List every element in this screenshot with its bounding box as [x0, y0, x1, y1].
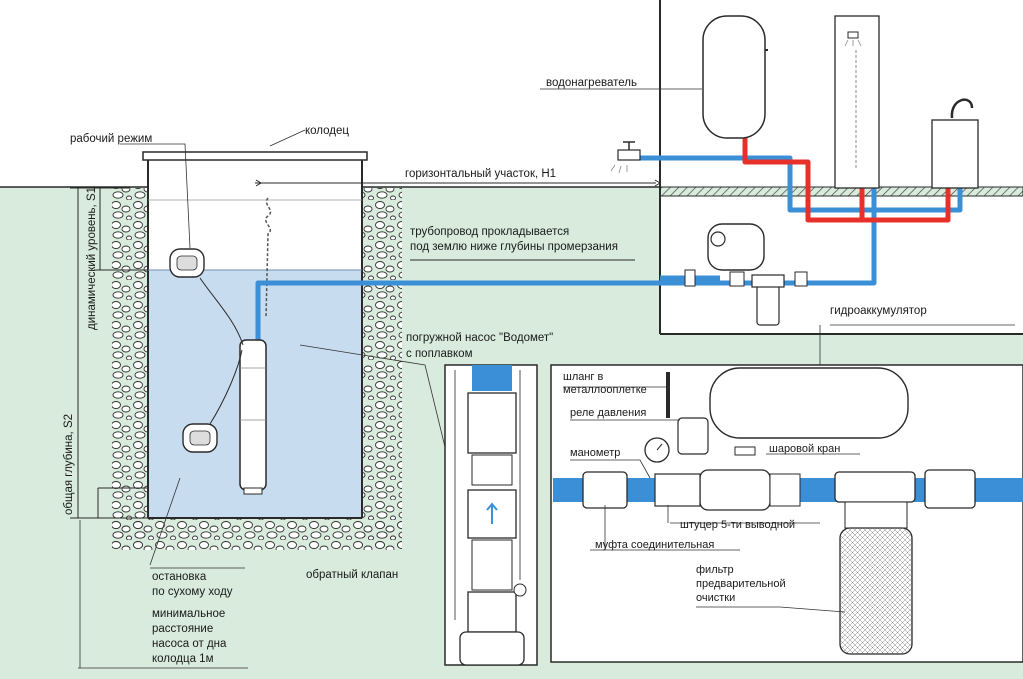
check-valve-inset — [444, 364, 538, 666]
label-dry-stop-1: остановка — [152, 571, 207, 583]
label-accumulator: гидроаккумулятор — [830, 305, 927, 317]
label-dynamic-level: динамический уровень, S1 — [86, 187, 98, 330]
gravel-backfill — [112, 188, 402, 550]
label-filter-2: предварительной — [696, 578, 786, 590]
label-fitting: штуцер 5-ти выводной — [680, 519, 795, 531]
leader-lines — [78, 88, 1015, 669]
label-pipeline-1: трубопровод прокладывается — [410, 226, 569, 238]
label-min-dist-4: колодца 1м — [152, 653, 214, 665]
label-hose-1: шланг в — [563, 371, 604, 383]
label-filter-1: фильтр — [696, 564, 734, 576]
shower — [834, 15, 880, 189]
label-total-depth: общая глубина, S2 — [63, 414, 75, 515]
pump-rope — [265, 197, 272, 319]
label-horizontal-section: горизонтальный участок, H1 — [405, 168, 556, 180]
inset-leaders — [563, 386, 860, 613]
submersible-pump — [239, 339, 267, 495]
outdoor-tap — [610, 141, 641, 174]
label-pump-2: с поплавком — [406, 348, 473, 360]
label-filter-3: очистки — [696, 592, 735, 604]
float-dry-stop — [182, 349, 243, 453]
label-working-mode: рабочий режим — [70, 133, 152, 145]
label-water-heater: водонагреватель — [546, 77, 637, 89]
label-pipeline-2: под землю ниже глубины промерзания — [410, 241, 618, 253]
label-coupling: муфта соединительная — [595, 539, 714, 551]
dimension-lines — [70, 179, 661, 519]
water-heater — [702, 15, 768, 139]
label-dry-stop-2: по сухому ходу — [152, 586, 233, 598]
label-min-dist-3: насоса от дна — [152, 638, 227, 650]
label-check-valve: обратный клапан — [306, 569, 398, 581]
label-well: колодец — [305, 125, 349, 137]
label-hose-2: металлооплетке — [563, 384, 647, 396]
accumulator-in-house — [684, 223, 808, 326]
float-working — [169, 248, 244, 346]
sink — [931, 98, 979, 189]
label-manometer: манометр — [570, 447, 620, 459]
label-min-dist-2: расстояние — [152, 623, 213, 635]
label-ball-valve: шаровой кран — [769, 443, 840, 455]
accumulator-inset — [550, 364, 1023, 663]
label-pump-1: погружной насос "Водомет" — [406, 332, 553, 344]
label-min-dist-1: минимальное — [152, 608, 225, 620]
label-pressure-relay: реле давления — [570, 407, 646, 419]
